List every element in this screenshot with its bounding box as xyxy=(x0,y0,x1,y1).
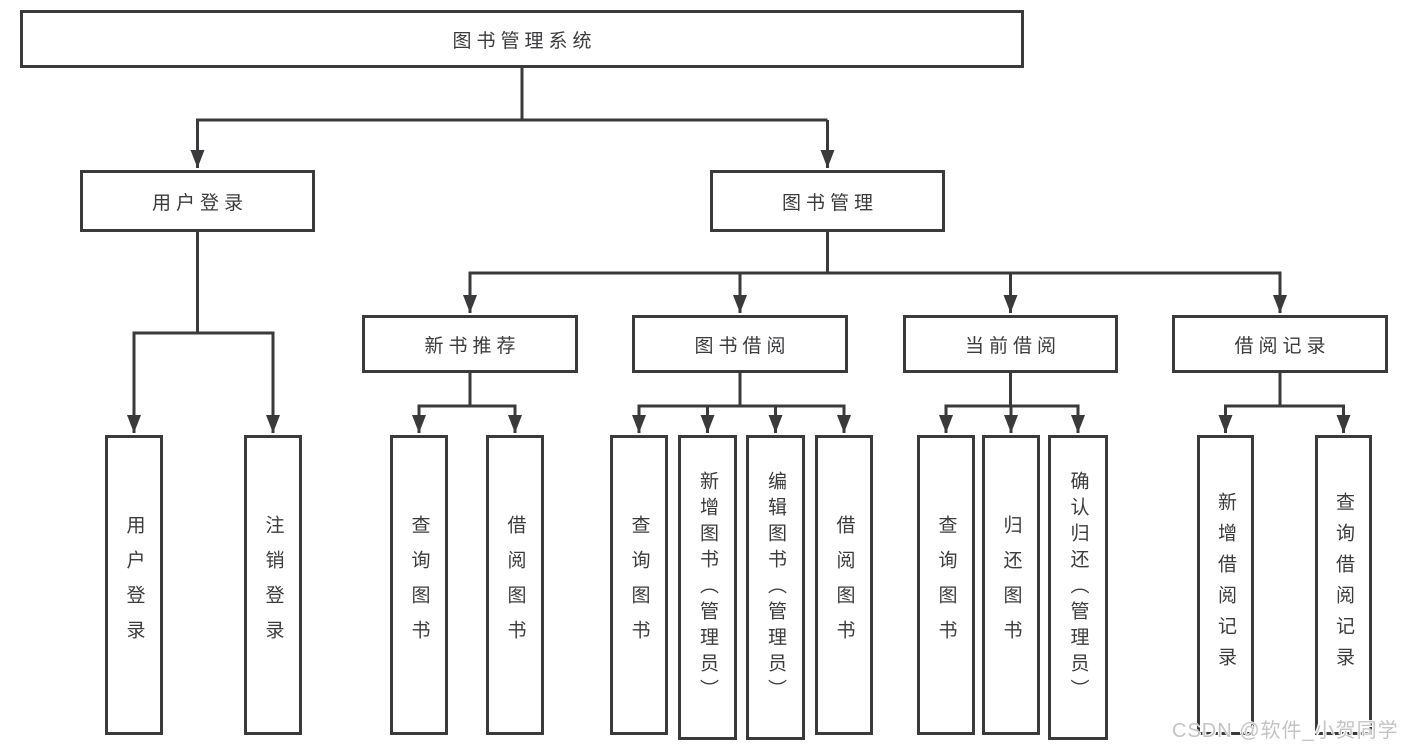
leaf-logout: 注销登录 xyxy=(244,435,302,735)
connector-borrow-records xyxy=(1218,373,1351,433)
node-book-borrow: 图书借阅 xyxy=(632,315,848,373)
connector-current-borrow xyxy=(939,373,1085,433)
node-new-book-recommend: 新书推荐 xyxy=(362,315,578,373)
watermark: CSDN @软件_小贺同学 xyxy=(1172,720,1399,742)
leaf-borrow-borrow-books: 借阅图书 xyxy=(815,435,873,735)
leaf-current-return-books: 归还图书 xyxy=(982,435,1040,735)
node-borrow-records: 借阅记录 xyxy=(1172,315,1388,373)
leaf-newbook-borrow-books: 借阅图书 xyxy=(486,435,544,735)
connector-root xyxy=(190,66,835,168)
node-current-borrow: 当前借阅 xyxy=(903,315,1118,373)
leaf-records-add-record: 新增借阅记录 xyxy=(1197,435,1254,735)
node-root: 图书管理系统 xyxy=(20,10,1024,68)
node-user-login: 用户登录 xyxy=(80,170,315,232)
connector-book-management xyxy=(463,232,1287,313)
connector-book-borrow xyxy=(632,373,851,433)
leaf-borrow-add-books-admin: 新增图书（管理员） xyxy=(678,435,737,740)
leaf-current-confirm-return-admin: 确认归还（管理员） xyxy=(1048,435,1108,740)
connector-new-book-recommend xyxy=(412,373,522,433)
leaf-borrow-query-books: 查询图书 xyxy=(610,435,668,735)
leaf-current-query-books: 查询图书 xyxy=(917,435,975,735)
leaf-borrow-edit-books-admin: 编辑图书（管理员） xyxy=(746,435,805,740)
node-book-management: 图书管理 xyxy=(710,170,945,232)
leaf-newbook-query-books: 查询图书 xyxy=(390,435,448,735)
leaf-user-login: 用户登录 xyxy=(105,435,163,735)
connector-user-login xyxy=(127,232,280,433)
leaf-records-query-record: 查询借阅记录 xyxy=(1315,435,1372,735)
